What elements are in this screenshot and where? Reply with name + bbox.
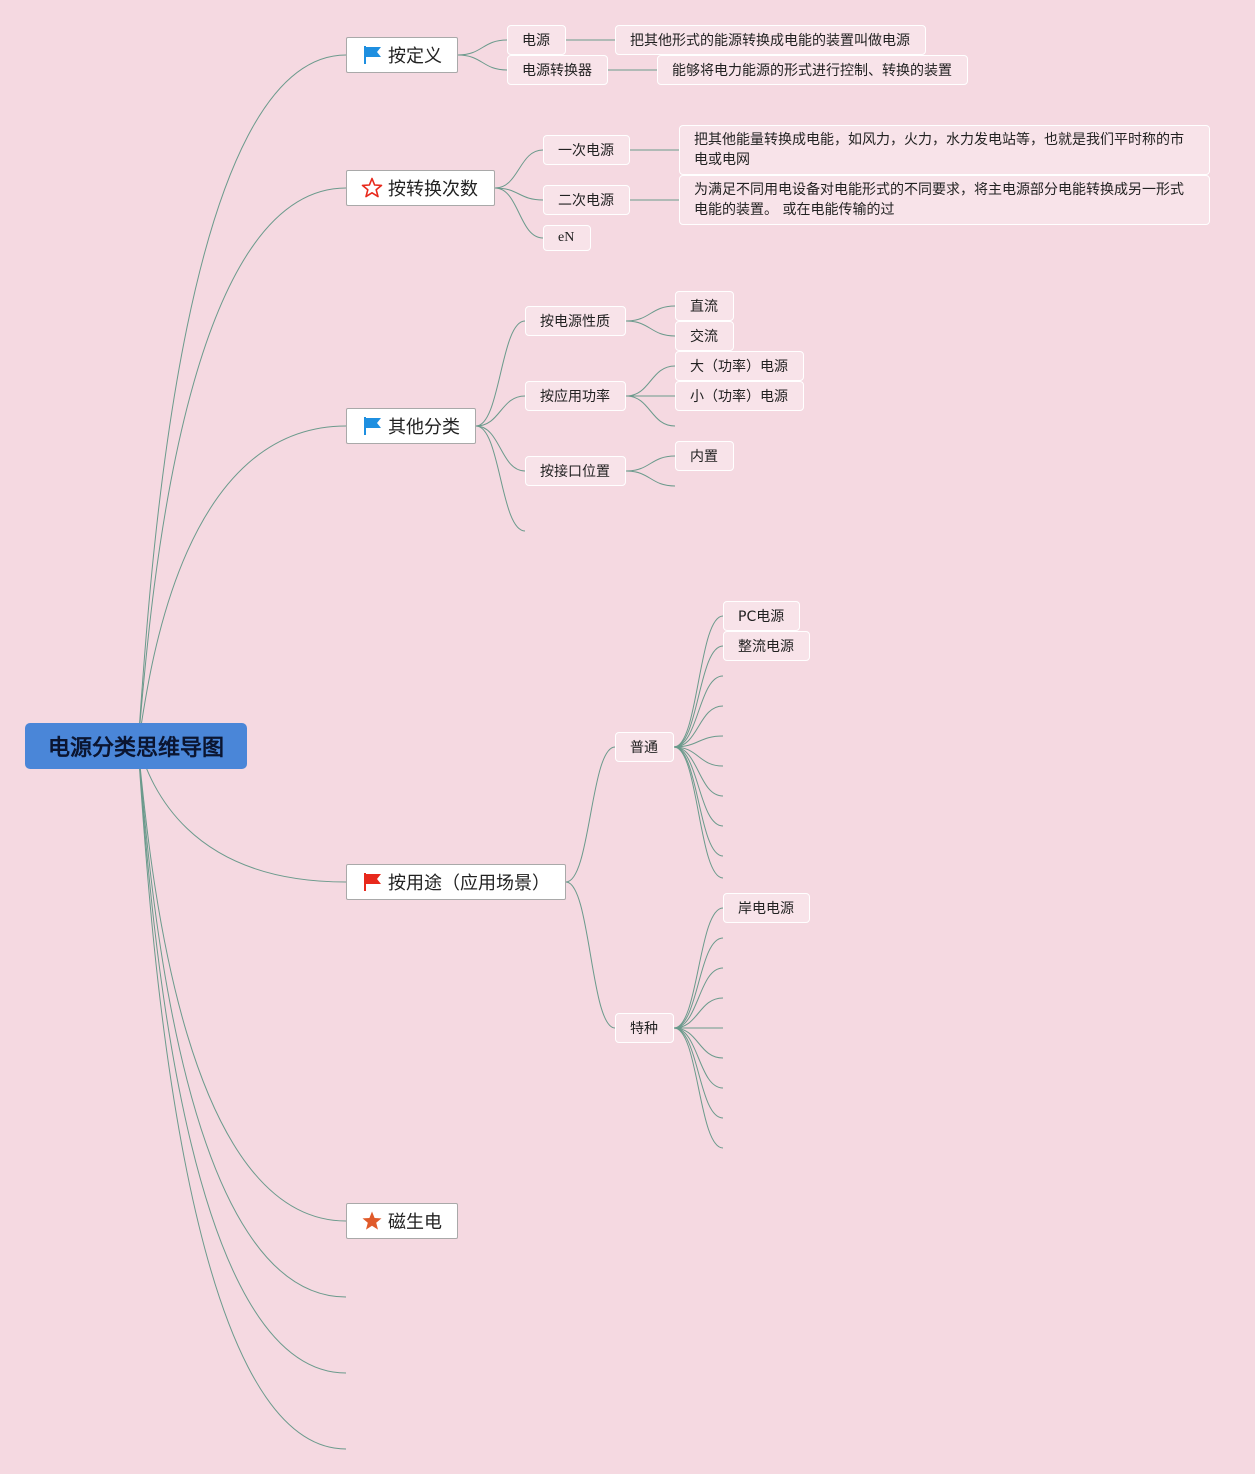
connector-line [673, 746, 724, 767]
branch-other-label: 其他分类 [388, 417, 460, 438]
connector-line [494, 149, 544, 189]
connector-line [457, 39, 508, 56]
connector-line [673, 645, 724, 748]
branch-magnetic[interactable]: 磁生电 [346, 1203, 458, 1239]
connector-line [673, 746, 724, 879]
connector-line [565, 746, 616, 883]
topic-internal[interactable]: 内置 [675, 441, 734, 471]
connector-line [673, 705, 724, 748]
connector-line [565, 881, 616, 1029]
connector-line [475, 320, 526, 427]
connector-line [625, 365, 676, 397]
connector-line [475, 425, 526, 472]
connector-line [673, 967, 724, 1029]
branch-conversion-count[interactable]: 按转换次数 [346, 170, 495, 206]
connector-line [673, 615, 724, 748]
branch-definition-label: 按定义 [388, 46, 442, 67]
connector-line [475, 425, 526, 532]
topic-power-source-desc[interactable]: 把其他形式的能源转换成电能的装置叫做电源 [615, 25, 926, 55]
root-connector-line [137, 745, 347, 1298]
connector-line [625, 470, 676, 487]
topic-secondary-power[interactable]: 二次电源 [543, 185, 630, 215]
root-connector-line [137, 425, 347, 747]
topic-power-source[interactable]: 电源 [507, 25, 566, 55]
root-connector-line [137, 745, 347, 1450]
topic-dc[interactable]: 直流 [675, 291, 734, 321]
connector-line [625, 320, 676, 337]
connector-line [673, 1027, 724, 1119]
branch-conversion-label: 按转换次数 [388, 179, 478, 200]
red-flag-icon [361, 871, 383, 893]
root-connector-line [137, 745, 347, 1374]
red-star-outline-icon [361, 177, 383, 199]
connector-line [494, 187, 544, 201]
connector-line [673, 746, 724, 797]
topic-ac[interactable]: 交流 [675, 321, 734, 351]
topic-by-interface[interactable]: 按接口位置 [525, 456, 626, 486]
connector-line [673, 1027, 724, 1089]
root-connector-line [137, 54, 347, 747]
topic-rectifier-power[interactable]: 整流电源 [723, 631, 810, 661]
topic-by-power[interactable]: 按应用功率 [525, 381, 626, 411]
blue-flag-icon [361, 415, 383, 437]
connector-line [673, 735, 724, 748]
root-connector-line [137, 745, 347, 1222]
root-connector-line [137, 187, 347, 747]
connector-line [673, 746, 724, 857]
blue-flag-icon [361, 44, 383, 66]
root-topic[interactable]: 电源分类思维导图 [25, 723, 247, 769]
connector-line [625, 305, 676, 322]
branch-definition[interactable]: 按定义 [346, 37, 458, 73]
branch-usage-label: 按用途（应用场景） [388, 873, 550, 894]
connector-line [475, 395, 526, 427]
topic-pc-power[interactable]: PC电源 [723, 601, 800, 631]
connector-line [457, 54, 508, 71]
connector-line [625, 395, 676, 427]
connector-line [673, 937, 724, 1029]
connector-line [673, 1027, 724, 1149]
topic-power-converter-desc[interactable]: 能够将电力能源的形式进行控制、转换的装置 [657, 55, 968, 85]
topic-general[interactable]: 普通 [615, 732, 674, 762]
connector-line [673, 907, 724, 1029]
topic-special[interactable]: 特种 [615, 1013, 674, 1043]
connector-line [673, 997, 724, 1029]
branch-usage[interactable]: 按用途（应用场景） [346, 864, 566, 900]
branch-other-classification[interactable]: 其他分类 [346, 408, 476, 444]
topic-primary-power-desc[interactable]: 把其他能量转换成电能，如风力，火力，水力发电站等，也就是我们平时称的市电或电网 [679, 125, 1210, 175]
topic-power-converter[interactable]: 电源转换器 [507, 55, 608, 85]
topic-primary-power[interactable]: 一次电源 [543, 135, 630, 165]
topic-secondary-power-desc[interactable]: 为满足不同用电设备对电能形式的不同要求，将主电源部分电能转换成另一形式电能的装置… [679, 175, 1210, 225]
branch-magnetic-label: 磁生电 [388, 1212, 442, 1233]
topic-en[interactable]: eN [543, 225, 591, 251]
connector-line [494, 187, 544, 239]
topic-low-power[interactable]: 小（功率）电源 [675, 381, 804, 411]
topic-high-power[interactable]: 大（功率）电源 [675, 351, 804, 381]
orange-star-icon [361, 1210, 383, 1232]
connector-line [625, 455, 676, 472]
topic-shore-power[interactable]: 岸电电源 [723, 893, 810, 923]
connector-line [673, 675, 724, 748]
topic-by-nature[interactable]: 按电源性质 [525, 306, 626, 336]
connector-line [673, 746, 724, 827]
connector-line [673, 1027, 724, 1059]
